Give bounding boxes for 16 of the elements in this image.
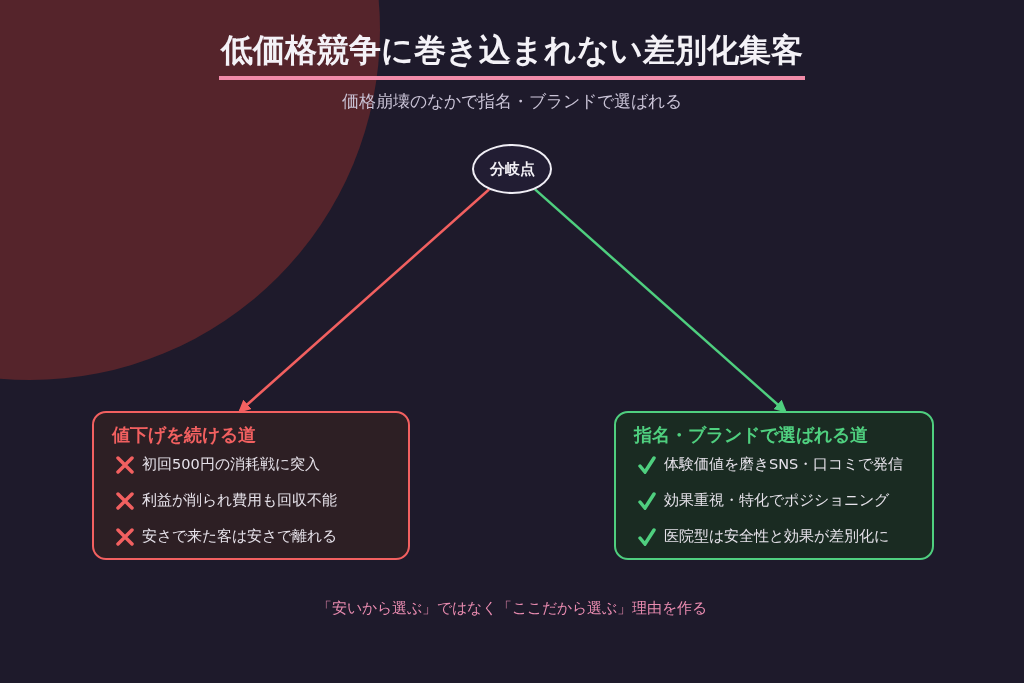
list-item: 利益が削られ費用も回収不能 [142,491,337,510]
arrow [238,188,490,413]
branch-ellipse: 分岐点 [472,144,552,194]
list-item: 効果重視・特化でポジショニング [664,491,889,510]
card-heading: 指名・ブランドで選ばれる道 [634,423,868,447]
list-item: 体験価値を磨きSNS・口コミで発信 [664,455,904,474]
arrow [534,188,787,413]
path-card [92,411,410,560]
path-card [614,411,934,560]
footer-note: 「安いから選ぶ」ではなく「ここだから選ぶ」理由を作る [317,599,707,617]
list-item: 安さで来た客は安さで離れる [142,527,337,546]
subtitle: 価格崩壊のなかで指名・ブランドで選ばれる [342,91,682,111]
list-item: 医院型は安全性と効果が差別化に [664,527,889,546]
title-heading: 低価格競争に巻き込まれない差別化集客 [219,30,805,80]
list-item: 初回500円の消耗戦に突入 [142,455,320,474]
card-heading: 値下げを続ける道 [112,423,256,447]
